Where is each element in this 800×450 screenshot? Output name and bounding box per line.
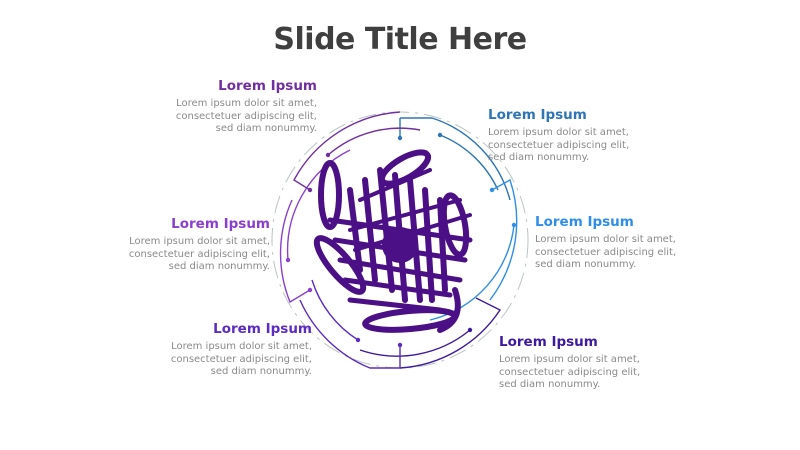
slide-title: Slide Title Here [273, 22, 527, 57]
item-bottom-right: Lorem Ipsum Lorem ipsum dolor sit amet,c… [499, 334, 699, 392]
item-bottom-left: Lorem Ipsum Lorem ipsum dolor sit amet,c… [112, 321, 312, 379]
item-top-left: Lorem Ipsum Lorem ipsum dolor sit amet,c… [117, 78, 317, 136]
item-top-right: Lorem Ipsum Lorem ipsum dolor sit amet,c… [488, 107, 688, 165]
arc-mid-left [279, 199, 311, 304]
item-title: Lorem Ipsum [535, 214, 634, 230]
arc-mid-right [489, 178, 518, 301]
item-title: Lorem Ipsum [218, 78, 317, 94]
item-body: Lorem ipsum dolor sit amet,consectetuer … [535, 234, 677, 270]
arc-top-left [293, 111, 401, 191]
item-mid-left: Lorem Ipsum Lorem ipsum dolor sit amet,c… [70, 216, 270, 274]
item-title: Lorem Ipsum [213, 321, 312, 337]
center-cluster [313, 149, 473, 333]
item-body: Lorem ipsum dolor sit amet,consectetuer … [175, 98, 317, 134]
item-body: Lorem ipsum dolor sit amet,consectetuer … [128, 236, 270, 272]
item-title: Lorem Ipsum [499, 334, 598, 350]
arc-bottom-left [299, 299, 401, 369]
item-mid-right: Lorem Ipsum Lorem ipsum dolor sit amet,c… [535, 214, 735, 272]
arc-bottom-right [399, 297, 502, 369]
item-body: Lorem ipsum dolor sit amet,consectetuer … [499, 354, 641, 390]
item-title: Lorem Ipsum [488, 107, 587, 123]
item-body: Lorem ipsum dolor sit amet,consectetuer … [170, 341, 312, 377]
item-body: Lorem ipsum dolor sit amet,consectetuer … [488, 127, 630, 163]
item-title: Lorem Ipsum [171, 216, 270, 232]
